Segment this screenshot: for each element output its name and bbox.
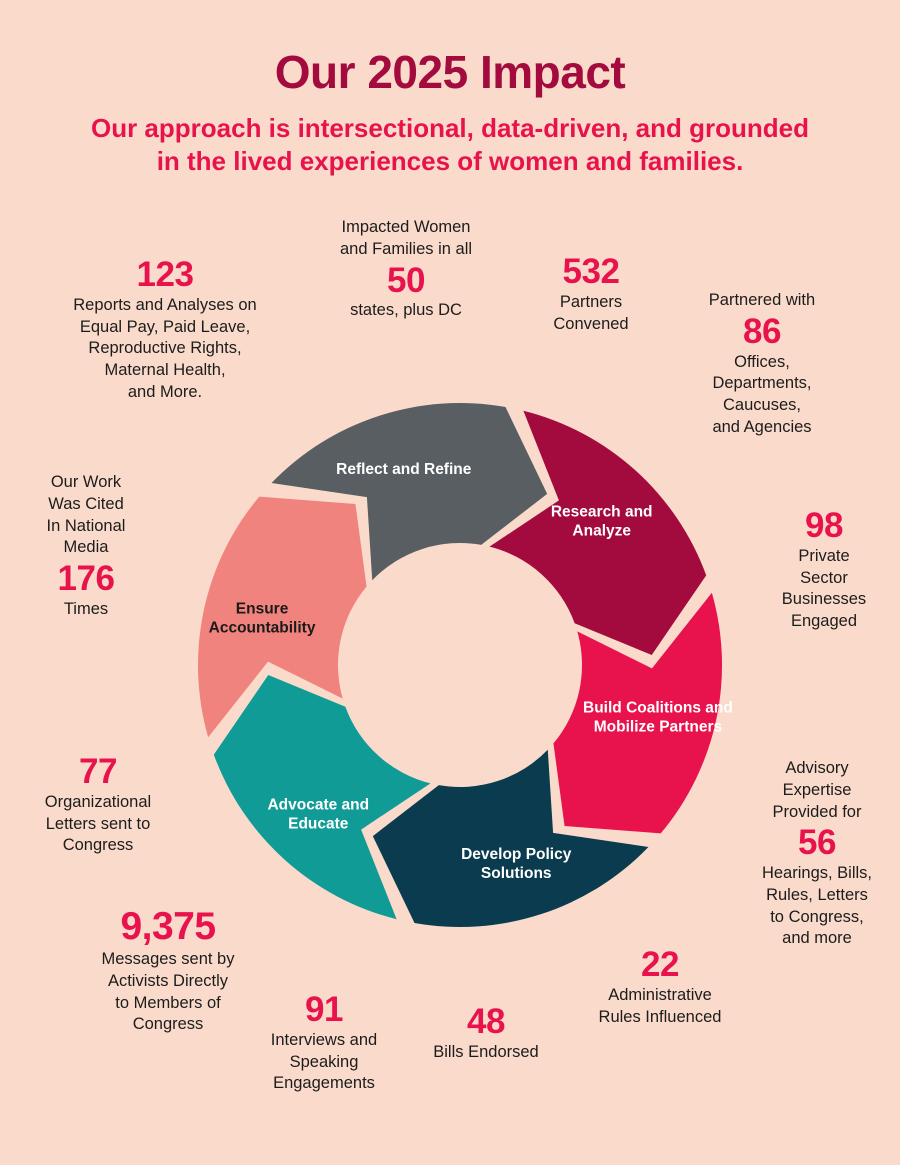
wheel-segment-reflect[interactable] [271,403,548,581]
stat-advisory-line-4: Hearings, Bills, [761,864,873,883]
stat-reports-number: 123 [136,255,194,294]
stat-advisory-line-3: Provided for [772,802,862,821]
stat-states-line-2: and Families in all [339,239,473,258]
stat-states-impacted: Impacted Women and Families in all 50 st… [318,217,494,322]
stat-rules-line-1: Administrative [608,985,712,1004]
stat-bills-number: 48 [467,1002,505,1041]
wheel-center-hub [352,557,568,773]
stat-organizational-letters: 77 Organizational Letters sent to Congre… [16,752,180,857]
stat-states-number: 50 [387,260,425,300]
stat-private-line-2: Sector [800,568,848,587]
stat-reports-line-1: Reports and Analyses on [73,295,257,314]
stat-media-line-2: Was Cited [48,494,124,513]
stat-messages-line-1: Messages sent by [101,950,235,969]
stat-reports-line-4: Maternal Health, [104,361,226,380]
stat-partners-line-2: Convened [553,314,629,333]
wheel-segment-coalitions[interactable] [553,592,722,834]
stat-interviews-line-1: Interviews and [270,1030,378,1049]
header: Our 2025 Impact Our approach is intersec… [0,48,900,177]
stat-media-line-5: Times [63,599,109,618]
stat-media-line-4: Media [63,538,109,557]
stat-interviews-speaking: 91 Interviews and Speaking Engagements [248,990,400,1095]
stat-partners-line-1: Partners [559,292,623,311]
stat-advisory-line-6: to Congress, [770,907,864,926]
stat-rules-line-2: Rules Influenced [598,1007,722,1026]
stat-rules-number: 22 [641,945,679,984]
stat-advisory-line-1: Advisory [785,759,849,777]
stat-media-number: 176 [57,559,115,599]
stat-offices-line-5: and Agencies [712,417,812,436]
stat-offices-line-1: Partnered with [708,291,816,309]
subtitle-line-1: Our approach is intersectional, data-dri… [90,113,809,144]
stat-advisory-line-5: Rules, Letters [766,885,868,904]
stat-private-number: 98 [805,506,843,545]
stat-media-line-1: Our Work [50,473,122,491]
stat-reports-and-analyses: 123 Reports and Analyses on Equal Pay, P… [40,255,290,404]
stat-offices-line-3: Departments, [712,374,812,393]
stat-messages-line-3: to Members of [115,993,221,1012]
stat-states-line-1: Impacted Women [341,218,471,236]
stat-partners-number: 532 [562,252,620,291]
stat-interviews-line-3: Engagements [273,1074,375,1093]
wheel-segment-research[interactable] [489,410,707,655]
stat-reports-line-2: Equal Pay, Paid Leave, [79,317,251,336]
stat-letters-line-1: Organizational [44,792,152,811]
stat-messages-line-4: Congress [132,1015,204,1034]
stat-reports-line-3: Reproductive Rights, [88,339,242,358]
stat-offices-line-2: Offices, [734,352,790,371]
stat-letters-line-3: Congress [62,836,134,855]
stat-messages-sent: 9,375 Messages sent by Activists Directl… [62,905,274,1036]
stat-private-line-3: Businesses [781,590,867,609]
stat-reports-line-5: and More. [127,382,203,401]
wheel-segment-policy[interactable] [372,749,649,927]
stat-states-line-3: states, plus DC [350,301,462,320]
stat-letters-number: 77 [79,752,117,791]
stat-interviews-number: 91 [305,990,343,1029]
stat-partners-convened: 532 Partners Convened [520,252,662,335]
stat-bills-line-1: Bills Endorsed [433,1042,539,1061]
stat-advisory-line-7: and more [782,929,852,948]
stat-advisory-number: 56 [798,823,836,863]
page-subtitle: Our approach is intersectional, data-dri… [40,112,860,177]
page-title: Our 2025 Impact [274,46,626,98]
stat-private-sector-businesses: 98 Private Sector Businesses Engaged [760,506,888,633]
stat-private-line-4: Engaged [790,612,858,631]
wheel-segment-label-reflect: Reflect and Refine [336,461,472,478]
stat-interviews-line-2: Speaking [289,1052,359,1071]
wheel-segment-advocate[interactable] [213,675,431,920]
stat-offices-partnered: Partnered with 86 Offices, Departments, … [692,290,832,439]
stat-administrative-rules: 22 Administrative Rules Influenced [578,945,742,1028]
stat-bills-endorsed: 48 Bills Endorsed [408,1002,564,1064]
wheel-segment-accountability[interactable] [198,496,367,738]
stat-offices-number: 86 [743,311,781,351]
stat-advisory-expertise: Advisory Expertise Provided for 56 Heari… [752,758,882,950]
stat-media-citations: Our Work Was Cited In National Media 176… [20,472,152,621]
stat-media-line-3: In National [46,516,126,535]
stat-advisory-line-2: Expertise [782,780,852,799]
stat-offices-line-4: Caucuses, [723,396,801,415]
stat-messages-number: 9,375 [120,905,216,948]
stat-private-line-1: Private [798,546,850,565]
stat-messages-line-2: Activists Directly [107,971,229,990]
stat-letters-line-2: Letters sent to [45,814,151,833]
subtitle-line-2: in the lived experiences of women and fa… [156,145,744,176]
